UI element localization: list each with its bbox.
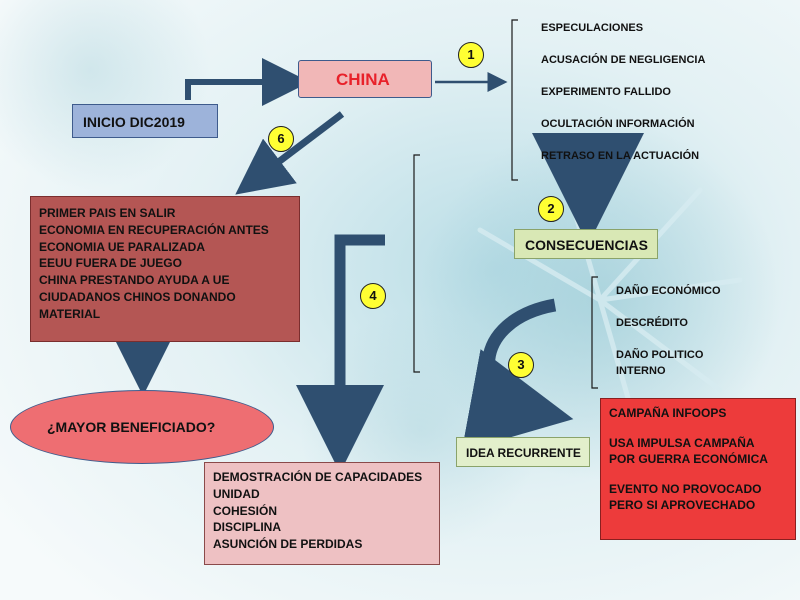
list-item: RETRASO EN LA ACTUACIÓN — [541, 150, 700, 162]
idea-recurrente-box: IDEA RECURRENTE — [456, 437, 590, 467]
consecuencias-list: DAÑO ECONÓMICO DESCRÉDITO DAÑO POLITICO … — [616, 284, 721, 379]
idea-recurrente-label: IDEA RECURRENTE — [466, 446, 581, 460]
step-badge-6: 6 — [268, 126, 294, 152]
infoops-line: POR GUERRA ECONÓMICA — [609, 452, 768, 466]
list-item: DISCIPLINA — [213, 520, 282, 535]
list-item: MATERIAL — [39, 306, 101, 321]
inicio-label: INICIO DIC2019 — [83, 114, 185, 130]
list-item: DAÑO ECONÓMICO — [616, 285, 721, 297]
list-item: INTERNO — [616, 365, 666, 377]
step-badge-1: 1 — [458, 42, 484, 68]
list-item: EXPERIMENTO FALLIDO — [541, 86, 671, 98]
list-item: DEMOSTRACIÓN DE CAPACIDADES — [213, 470, 423, 484]
list-item: DAÑO POLITICO — [616, 349, 704, 361]
infoops-line: EVENTO NO PROVOCADO — [609, 482, 762, 496]
china-label: CHINA — [336, 70, 390, 89]
china-box: CHINA — [298, 60, 432, 98]
step-badge-3: 3 — [508, 352, 534, 378]
step-badge-4: 4 — [360, 283, 386, 309]
infoops-box: CAMPAÑA INFOOPS USA IMPULSA CAMPAÑA POR … — [600, 398, 796, 540]
step-badge-2: 2 — [538, 196, 564, 222]
list-item: EEUU FUERA DE JUEGO — [39, 256, 182, 271]
china-effects-list: ESPECULACIONES ACUSACIÓN DE NEGLIGENCIA … — [541, 21, 705, 181]
infoops-line: CAMPAÑA INFOOPS — [609, 406, 727, 420]
list-item: ECONOMIA UE PARALIZADA — [39, 239, 205, 254]
list-item: CHINA PRESTANDO AYUDA A UE — [39, 273, 230, 288]
mayor-beneficiado-label: ¿MAYOR BENEFICIADO? — [47, 419, 216, 435]
list-item: PRIMER PAIS EN SALIR — [39, 206, 176, 220]
inicio-box: INICIO DIC2019 — [72, 104, 218, 138]
list-item: OCULTACIÓN INFORMACIÓN — [541, 118, 695, 130]
consecuencias-label: CONSECUENCIAS — [525, 237, 648, 253]
capacidades-box: DEMOSTRACIÓN DE CAPACIDADES UNIDAD COHES… — [204, 462, 440, 565]
list-item: DESCRÉDITO — [616, 317, 688, 329]
list-item: ASUNCIÓN DE PERDIDAS — [213, 537, 363, 552]
list-item: COHESIÓN — [213, 503, 278, 518]
infoops-line: PERO SI APROVECHADO — [609, 498, 756, 512]
list-item: ECONOMIA EN RECUPERACIÓN ANTES — [39, 222, 269, 237]
infoops-line: USA IMPULSA CAMPAÑA — [609, 436, 755, 450]
benefits-box: PRIMER PAIS EN SALIR ECONOMIA EN RECUPER… — [30, 196, 300, 342]
list-item: ACUSACIÓN DE NEGLIGENCIA — [541, 54, 706, 66]
consecuencias-box: CONSECUENCIAS — [514, 229, 658, 259]
list-item: UNIDAD — [213, 486, 260, 501]
list-item: ESPECULACIONES — [541, 22, 644, 34]
mayor-beneficiado-ellipse: ¿MAYOR BENEFICIADO? — [10, 390, 274, 464]
list-item: CIUDADANOS CHINOS DONANDO — [39, 289, 236, 304]
